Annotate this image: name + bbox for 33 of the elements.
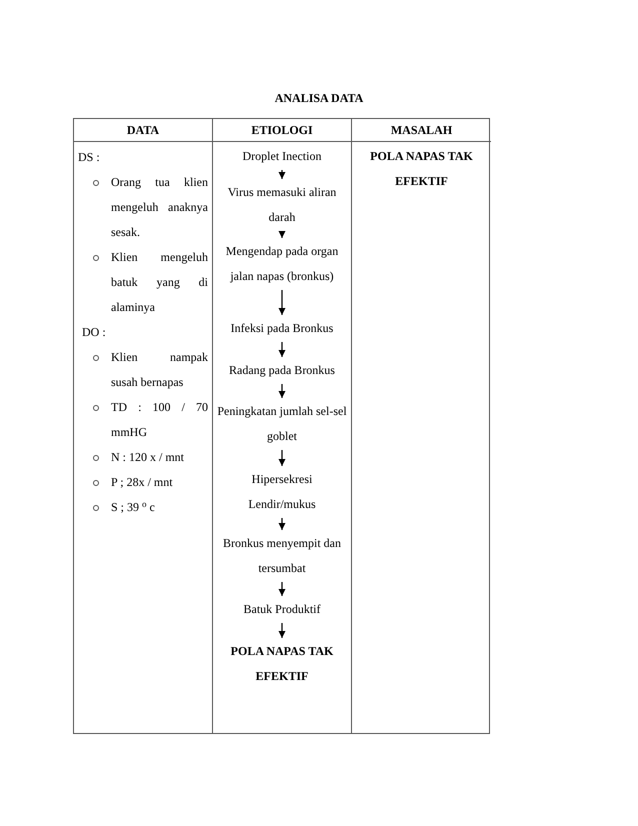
flow-text: POLA NAPAS TAK EFEKTIF bbox=[222, 639, 342, 689]
arrow bbox=[278, 170, 286, 179]
flow-text: Virus memasuki aliran darah bbox=[219, 180, 345, 230]
arrow bbox=[278, 450, 286, 466]
problem-text: POLA NAPAS TAK EFEKTIF bbox=[369, 148, 474, 190]
data-item: S ; 39 $^{o}$ c bbox=[111, 498, 156, 516]
arrow bbox=[278, 582, 286, 596]
title: ANALISA DATA bbox=[274, 90, 364, 107]
flow-text: Infeksi pada Bronkus bbox=[218, 316, 346, 341]
data-heading: DO : bbox=[82, 325, 106, 339]
arrow bbox=[278, 230, 286, 238]
arrow bbox=[278, 518, 286, 530]
flow-text: Droplet Inection bbox=[222, 144, 342, 169]
data-item: Klien mengeluh batuk yang di alaminya bbox=[111, 249, 208, 316]
flow-text: Hipersekresi Lendir/mukus bbox=[222, 467, 342, 517]
arrow bbox=[278, 623, 286, 638]
data-item: Orang tua klien mengeluh anaknya sesak. bbox=[111, 174, 208, 241]
flow-text: Batuk Produktif bbox=[222, 597, 342, 622]
data-item: P ; 28x / mnt bbox=[111, 474, 174, 491]
data-heading: DS : bbox=[78, 150, 100, 164]
column-header: DATA bbox=[74, 119, 213, 142]
flow-text: Bronkus menyempit dan tersumbat bbox=[215, 531, 349, 581]
data-item: TD : 100 / 70 mmHG bbox=[111, 399, 208, 441]
arrow bbox=[278, 342, 286, 357]
flow-text: Peningkatan jumlah sel-sel goblet bbox=[215, 399, 349, 449]
flow-text: Radang pada Bronkus bbox=[218, 358, 346, 383]
arrow bbox=[278, 290, 286, 315]
flow-text: Mengendap pada organ jalan napas (bronkus) bbox=[215, 239, 349, 289]
data-item: N : 120 x / mnt bbox=[111, 449, 186, 466]
column-header: ETIOLOGI bbox=[213, 119, 352, 142]
column-header: MASALAH bbox=[352, 119, 491, 142]
arrow bbox=[278, 384, 286, 398]
data-item: Klien nampak susah bernapas bbox=[111, 349, 208, 391]
